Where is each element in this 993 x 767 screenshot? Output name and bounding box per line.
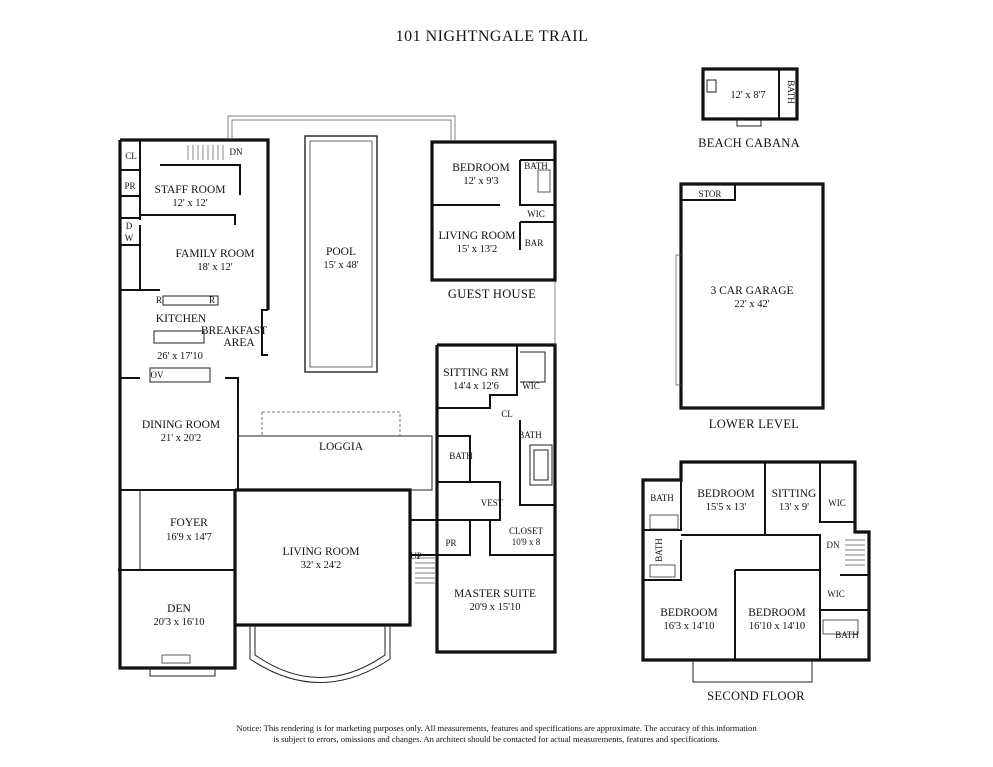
room-label: WIC (527, 209, 545, 219)
room-label: UP (410, 551, 422, 561)
cabana-labels: 12' x 8'7 BATH BEACH CABANA (698, 80, 800, 150)
second-floor-walls (641, 460, 871, 683)
room-label: BEDROOM (452, 162, 510, 174)
room-label: BATH (786, 80, 796, 104)
room-dimension: 13' x 9' (779, 502, 809, 513)
room-label: STAFF ROOM (155, 184, 226, 196)
second-floor-labels: BATH BEDROOM 15'5 x 13' SITTING 13' x 9'… (650, 488, 859, 703)
room-label: CL (125, 151, 137, 161)
guest-house-caption: GUEST HOUSE (448, 287, 536, 301)
guest-house-walls (430, 140, 557, 282)
room-label: BATH (650, 493, 674, 503)
room-label: SITTING RM (443, 367, 509, 379)
room-dimension: 20'3 x 16'10 (153, 617, 204, 628)
cabana-walls (701, 67, 799, 127)
room-label: KITCHEN (156, 313, 207, 325)
room-label: CLOSET (509, 526, 544, 536)
room-dimension: 12' x 8'7 (730, 90, 765, 101)
room-dimension: 15' x 48' (323, 260, 358, 271)
cabana-caption: BEACH CABANA (698, 136, 800, 150)
garage-walls (675, 182, 825, 410)
room-dimension: 16'3 x 14'10 (663, 621, 714, 632)
room-dimension: 22' x 42' (734, 299, 769, 310)
room-label: VEST (481, 498, 504, 508)
main-floor-labels: CL PR DN STAFF ROOM 12' x 12' D W FAMILY… (124, 147, 543, 628)
garage-labels: STOR 3 CAR GARAGE 22' x 42' LOWER LEVEL (699, 189, 799, 431)
room-label: 3 CAR GARAGE (710, 285, 793, 297)
room-label: D (126, 221, 133, 231)
room-label: BATH (835, 630, 859, 640)
room-label: STOR (699, 189, 722, 199)
room-dimension: 32' x 24'2 (301, 560, 342, 571)
room-label: DEN (167, 603, 191, 615)
room-label: SITTING (772, 488, 817, 500)
room-label: OV (151, 370, 164, 380)
room-label: WIC (828, 498, 846, 508)
room-label: BEDROOM (697, 488, 755, 500)
room-dimension: 18' x 12' (197, 262, 232, 273)
room-label: BEDROOM (748, 607, 806, 619)
room-dimension: 16'10 x 14'10 (749, 621, 805, 632)
room-label: DINING ROOM (142, 419, 220, 431)
guest-house-labels: BEDROOM 12' x 9'3 BATH WIC LIVING ROOM 1… (439, 161, 549, 301)
disclaimer-line-1: Notice: This rendering is for marketing … (236, 723, 757, 733)
room-dimension: 15'5 x 13' (706, 502, 747, 513)
room-label: FAMILY ROOM (175, 248, 254, 260)
room-label: AREA (223, 337, 255, 349)
room-label: FOYER (170, 517, 208, 529)
room-dimension: 16'9 x 14'7 (166, 532, 212, 543)
room-dimension: 14'4 x 12'6 (453, 381, 499, 392)
room-label: R (209, 295, 215, 305)
room-dimension: 15' x 13'2 (457, 244, 498, 255)
room-label: WIC (827, 589, 845, 599)
room-label: BEDROOM (660, 607, 718, 619)
room-dimension: 21' x 20'2 (161, 433, 202, 444)
room-label: BAR (525, 238, 544, 248)
room-dimension: 20'9 x 15'10 (469, 602, 520, 613)
plan-title: 101 NIGHTNGALE TRAIL (396, 28, 589, 45)
room-label: W (125, 233, 134, 243)
room-label: POOL (326, 246, 356, 258)
room-label: BATH (524, 161, 548, 171)
disclaimer-line-2: is subject to errors, omissions and chan… (273, 734, 720, 744)
main-floor-walls (118, 115, 557, 683)
room-label: PR (124, 181, 135, 191)
room-label: LIVING ROOM (439, 230, 516, 242)
room-label: DN (827, 540, 840, 550)
room-label: WIC (522, 381, 540, 391)
room-label: BREAKFAST (201, 325, 267, 337)
room-label: DN (230, 147, 243, 157)
room-label: LIVING ROOM (283, 546, 360, 558)
room-dimension: 10'9 x 8 (512, 537, 541, 547)
lower-level-caption: LOWER LEVEL (709, 417, 799, 431)
room-label: LOGGIA (319, 441, 364, 453)
room-dimension: 26' x 17'10 (157, 351, 203, 362)
room-label: BATH (518, 430, 542, 440)
room-label: CL (501, 409, 513, 419)
room-label: MASTER SUITE (454, 588, 536, 600)
second-floor-caption: SECOND FLOOR (707, 689, 805, 703)
room-label: PR (445, 538, 456, 548)
room-dimension: 12' x 12' (172, 198, 207, 209)
room-label: R (156, 295, 162, 305)
room-label: BATH (654, 538, 664, 562)
room-dimension: 12' x 9'3 (463, 176, 498, 187)
room-label: BATH (449, 451, 473, 461)
